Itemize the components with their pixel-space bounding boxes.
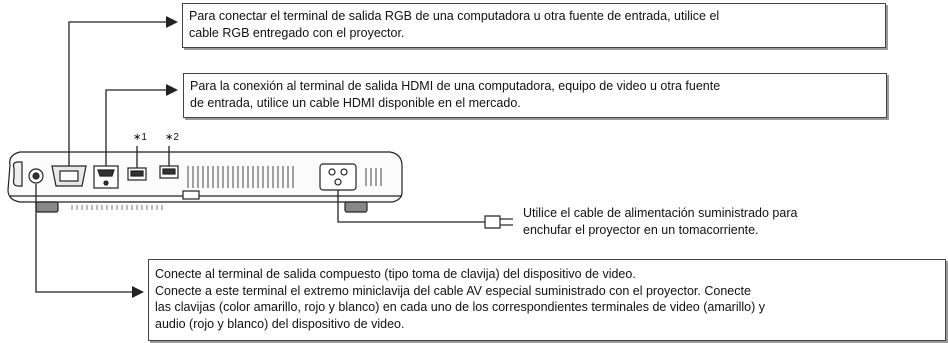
arrowheads	[132, 16, 178, 298]
usb-footnote-mark-1: ∗1	[133, 132, 147, 143]
av-callout: Conecte al terminal de salida compuesto …	[148, 259, 946, 341]
rgb-callout: Para conectar el terminal de salida RGB …	[182, 3, 886, 48]
power-callout: Utilice el cable de alimentación suminis…	[523, 206, 798, 237]
usb-footnote-mark-2: ∗2	[165, 132, 179, 143]
projector-illustration	[7, 151, 403, 213]
power-plug-icon	[484, 215, 513, 229]
hdmi-callout: Para la conexión al terminal de salida H…	[183, 73, 887, 118]
connector-lines	[35, 21, 485, 293]
